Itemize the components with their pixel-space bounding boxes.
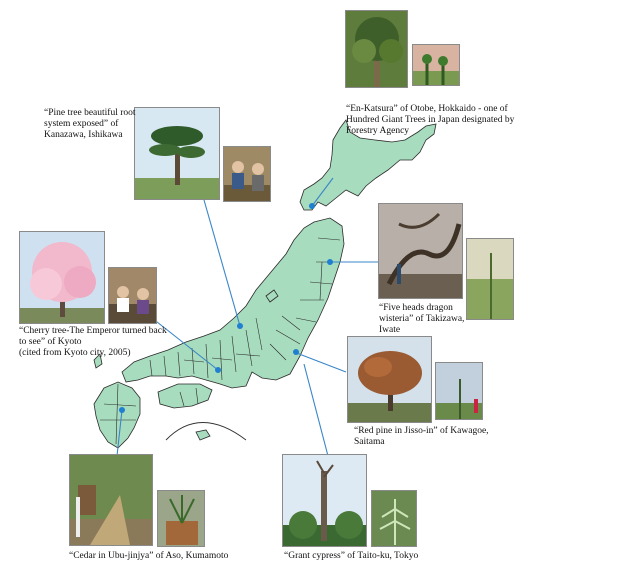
caption-line: Forestry Agency	[346, 126, 410, 136]
honshu	[121, 217, 345, 389]
caption-line: system exposed” of	[44, 119, 119, 129]
tsushima-island	[93, 353, 103, 369]
caption-pine: “Pine tree beautiful root system exposed…	[44, 108, 136, 141]
photo-katsura-sapling	[412, 44, 460, 86]
photo-cherry-people	[108, 267, 157, 324]
caption-line: Saitama	[354, 437, 385, 447]
caption-line: “Pine tree beautiful root	[44, 108, 136, 118]
caption-line: “En-Katsura” of Otobe, Hokkaido - one of	[346, 104, 508, 114]
photo-katsura-tree	[345, 10, 408, 88]
hokkaido	[299, 119, 437, 211]
marker-aso	[119, 407, 125, 413]
caption-cedar: “Cedar in Ubu-jinjya” of Aso, Kumamoto	[69, 551, 228, 562]
caption-line: “Five heads dragon	[379, 303, 453, 313]
marker-kawagoe	[293, 349, 299, 355]
photo-wisteria	[378, 203, 463, 299]
photo-pine-people	[223, 146, 271, 202]
photo-red-pine-sapling	[435, 362, 483, 420]
photo-wisteria-sapling	[466, 238, 514, 320]
caption-line: “Cedar in Ubu-jinjya” of Aso, Kumamoto	[69, 551, 229, 561]
caption-line: “Red pine in Jisso-in” of Kawagoe,	[354, 426, 489, 436]
caption-katsura: “En-Katsura” of Otobe, Hokkaido - one of…	[346, 104, 514, 137]
shikoku	[157, 383, 213, 409]
location-markers	[119, 203, 333, 413]
caption-cherry: “Cherry tree-The Emperor turned back to …	[19, 326, 167, 359]
caption-line: “Cherry tree-The Emperor turned back	[19, 326, 167, 336]
caption-line: Iwate	[379, 325, 401, 335]
caption-wisteria: “Five heads dragon wisteria” of Takizawa…	[379, 303, 464, 336]
caption-cypress: “Grant cypress” of Taito-ku, Tokyo	[284, 551, 418, 562]
caption-line: “Grant cypress” of Taito-ku, Tokyo	[284, 551, 419, 561]
photo-cypress	[282, 454, 367, 547]
caption-line: Kanazawa, Ishikawa	[44, 130, 123, 140]
caption-line: wisteria” of Takizawa,	[379, 314, 465, 324]
marker-takizawa	[327, 259, 333, 265]
caption-line: Hundred Giant Trees in Japan designated …	[346, 115, 515, 125]
photo-pine-tree	[134, 107, 220, 200]
leader-lines	[116, 177, 380, 457]
photo-cedar-sapling	[157, 490, 205, 547]
marker-otobe	[309, 203, 315, 209]
marker-kanazawa	[237, 323, 243, 329]
sado-island	[265, 289, 279, 303]
photo-cedar	[69, 454, 153, 546]
marker-kyoto	[215, 367, 221, 373]
photo-cypress-sapling	[371, 490, 417, 547]
photo-red-pine	[347, 336, 432, 423]
sea-boundary-arc	[165, 422, 247, 441]
caption-line: to see” of Kyoto	[19, 337, 82, 347]
caption-line: (cited from Kyoto city, 2005)	[19, 348, 131, 358]
caption-redpine: “Red pine in Jisso-in” of Kawagoe, Saita…	[354, 426, 489, 448]
izu-island	[195, 429, 211, 441]
photo-cherry-tree	[19, 231, 105, 324]
